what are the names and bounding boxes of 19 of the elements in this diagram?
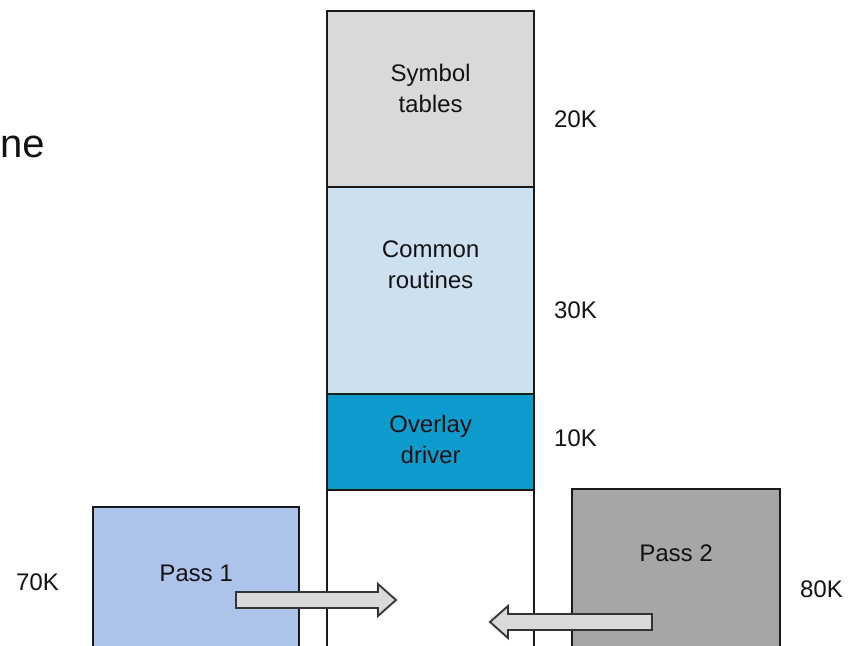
block-label: Pass 1 [159,559,233,589]
block-label: Overlay driver [388,410,473,472]
size-label: 70K [16,569,59,597]
block-label: Pass 2 [639,539,713,569]
heading-fragment: ne [0,122,44,167]
memory-block [326,489,535,646]
size-label: 30K [554,297,597,325]
block-label: Common routines [380,235,480,296]
memory-block [326,186,535,395]
memory-block [571,488,781,646]
memory-block [326,10,535,188]
block-label: Symbol tables [389,59,472,120]
block-arrow [235,582,398,618]
block-arrow [488,604,653,640]
memory-block [326,393,535,491]
size-label: 80K [800,576,843,604]
memory-block [92,506,300,646]
size-label: 10K [554,425,597,453]
size-label: 20K [554,106,597,134]
